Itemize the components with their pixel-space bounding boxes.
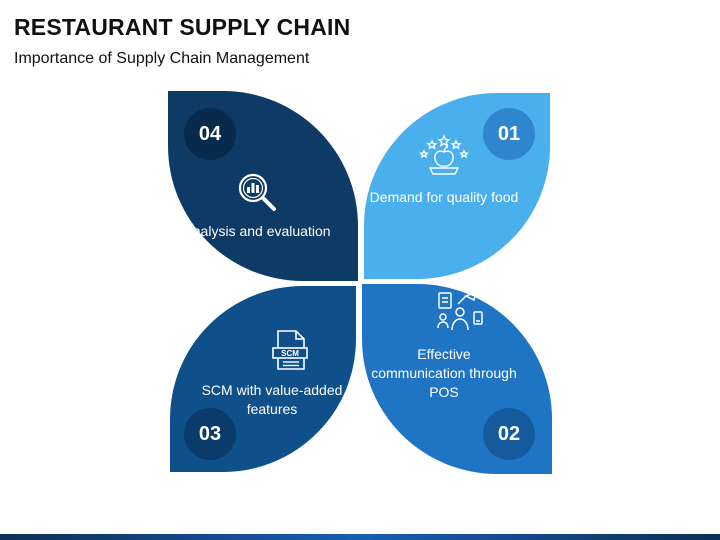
step-number-03: 03 [184, 408, 236, 460]
step-number-01: 01 [483, 108, 535, 160]
page-subtitle: Importance of Supply Chain Management [14, 50, 310, 67]
step-label-02: Effective communication through POS [371, 346, 517, 400]
step-label-03: SCM with value-added features [201, 382, 343, 417]
step-number-02: 02 [483, 408, 535, 460]
page-title: RESTAURANT SUPPLY CHAIN [14, 14, 351, 40]
step-label-01: Demand for quality food [369, 189, 519, 205]
food-quality-stars-icon [419, 134, 469, 175]
scm-icon-text: SCM [281, 349, 299, 358]
step-label-04: Analysis and evaluation [183, 223, 331, 239]
step-number-04: 04 [184, 108, 236, 160]
footer-bar [0, 534, 720, 540]
communication-pos-icon [437, 290, 483, 331]
magnifier-chart-icon [238, 173, 276, 211]
scm-document-icon: SCM [272, 330, 308, 370]
